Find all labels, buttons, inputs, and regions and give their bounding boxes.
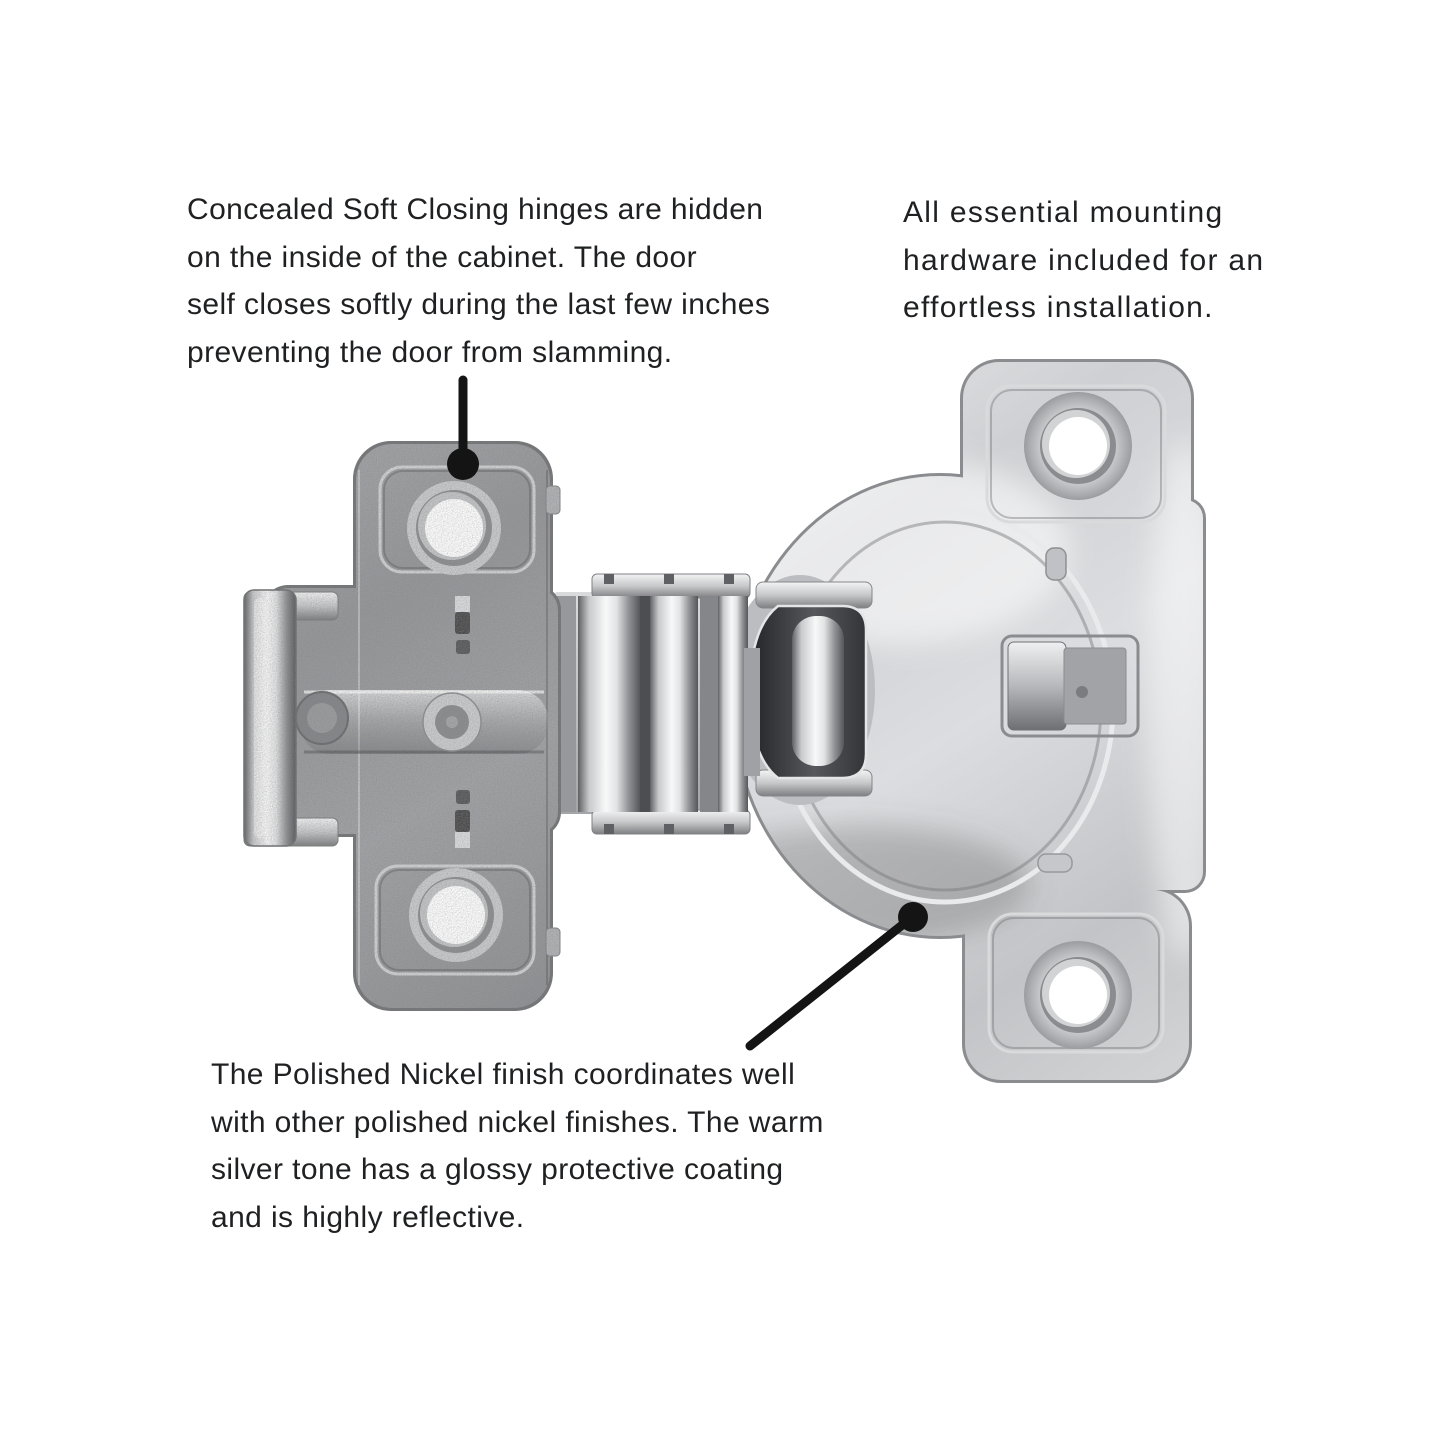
flange-notches: [604, 574, 734, 834]
leader-line-bottom: [745, 902, 928, 1051]
screw-tip-top: [545, 485, 561, 515]
plate-groove-bottom: [1037, 853, 1073, 873]
screw-hole-bottom-left: [409, 868, 503, 962]
note-concealed-soft-closing: Concealed Soft Closing hinges are hidden…: [187, 193, 771, 369]
adjustment-screw-left: [295, 691, 349, 745]
adjustment-clip: [1000, 634, 1140, 738]
screw-tip-bottom: [545, 927, 561, 957]
leader-dot-bottom: [898, 902, 928, 932]
side-clamp: [243, 589, 339, 847]
leader-line-top: [447, 375, 479, 480]
screw-hole-top-right: [1024, 392, 1132, 500]
hinge-cup: [725, 575, 875, 805]
note-mounting-hardware: All essential mounting hardware included…: [903, 196, 1265, 324]
screw-hole-top-left: [407, 481, 501, 575]
adjustment-screw-center: [422, 692, 482, 752]
door-side-plate: [725, 359, 1206, 1083]
knuckle-cylinders: [556, 596, 748, 812]
cabinet-mounting-plate: [243, 441, 561, 1011]
screw-hole-bottom-right: [1024, 941, 1132, 1049]
note-polished-nickel-finish: The Polished Nickel finish coordinates w…: [211, 1058, 824, 1234]
leader-dot-top: [447, 448, 479, 480]
arm-connector: [744, 648, 760, 776]
hinge-arm-knuckle: [552, 573, 760, 835]
plate-groove-top: [1045, 547, 1067, 581]
tab-top-outline: [985, 384, 1167, 524]
plate-slots: [455, 596, 470, 848]
